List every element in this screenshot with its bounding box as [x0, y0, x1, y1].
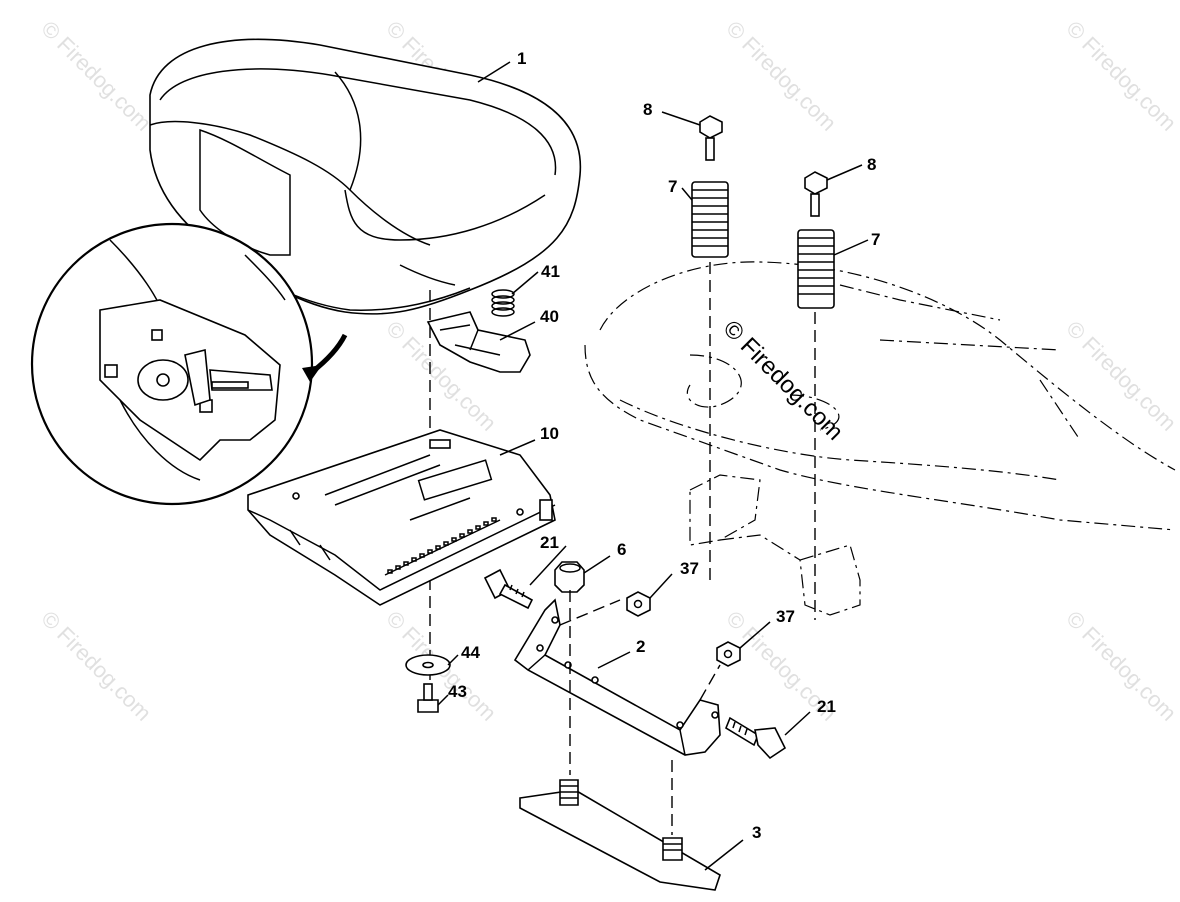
label-seat: 1 [517, 49, 526, 68]
watermark: © Firedog.com [1061, 606, 1180, 726]
nut-6 [554, 561, 585, 593]
tractor-fender-outline [584, 261, 1176, 616]
bolt-43 [417, 683, 439, 713]
label-nut-37-upper: 37 [680, 559, 699, 578]
watermark: © Firedog.com [36, 606, 156, 726]
label-spring-7-right: 7 [871, 230, 880, 249]
label-spring-41: 41 [541, 262, 560, 281]
mounting-plate-3 [519, 779, 721, 891]
washer-44 [405, 654, 451, 676]
label-bolt-21-right: 21 [817, 697, 836, 716]
bolt-21-left [483, 568, 534, 610]
label-washer-44: 44 [461, 643, 480, 662]
seat-clip-40 [426, 311, 531, 373]
bolt-8-left [699, 115, 723, 161]
bolt-8-right [804, 171, 828, 217]
seat-pan-10 [247, 429, 556, 606]
watermark: © Firedog.com [36, 16, 156, 136]
spring-7-right [797, 229, 835, 309]
label-bolt-21-left: 21 [540, 533, 559, 552]
watermark: © Firedog.com [721, 16, 841, 136]
compression-spring-41 [491, 289, 515, 317]
label-seat-pan: 10 [540, 424, 559, 443]
seat-drawing [149, 38, 582, 315]
label-bolt-43: 43 [448, 682, 467, 701]
leader-lines [437, 61, 869, 871]
seat-bracket-2 [513, 598, 721, 756]
label-nut-6: 6 [617, 540, 626, 559]
label-bracket: 2 [636, 637, 645, 656]
watermark: © Firedog.com [1061, 16, 1180, 136]
nut-37-lower [716, 641, 741, 667]
label-nut-37-lower: 37 [776, 607, 795, 626]
label-bolt-8-right: 8 [867, 155, 876, 174]
alignment-line [699, 664, 721, 701]
spring-7-left [691, 181, 729, 258]
label-clip-40: 40 [540, 307, 559, 326]
nut-37-upper [626, 591, 651, 617]
watermark-center: © Firedog.com [718, 315, 849, 446]
watermark: © Firedog.com [1061, 316, 1180, 436]
callout-labels: 1 2 3 6 7 7 8 8 10 21 21 37 37 40 41 43 … [448, 49, 880, 842]
alignment-line [559, 599, 621, 626]
detail-inset [30, 222, 348, 506]
label-plate: 3 [752, 823, 761, 842]
label-bolt-8-left: 8 [643, 100, 652, 119]
bolt-21-right [725, 716, 787, 760]
label-spring-7-left: 7 [668, 177, 677, 196]
